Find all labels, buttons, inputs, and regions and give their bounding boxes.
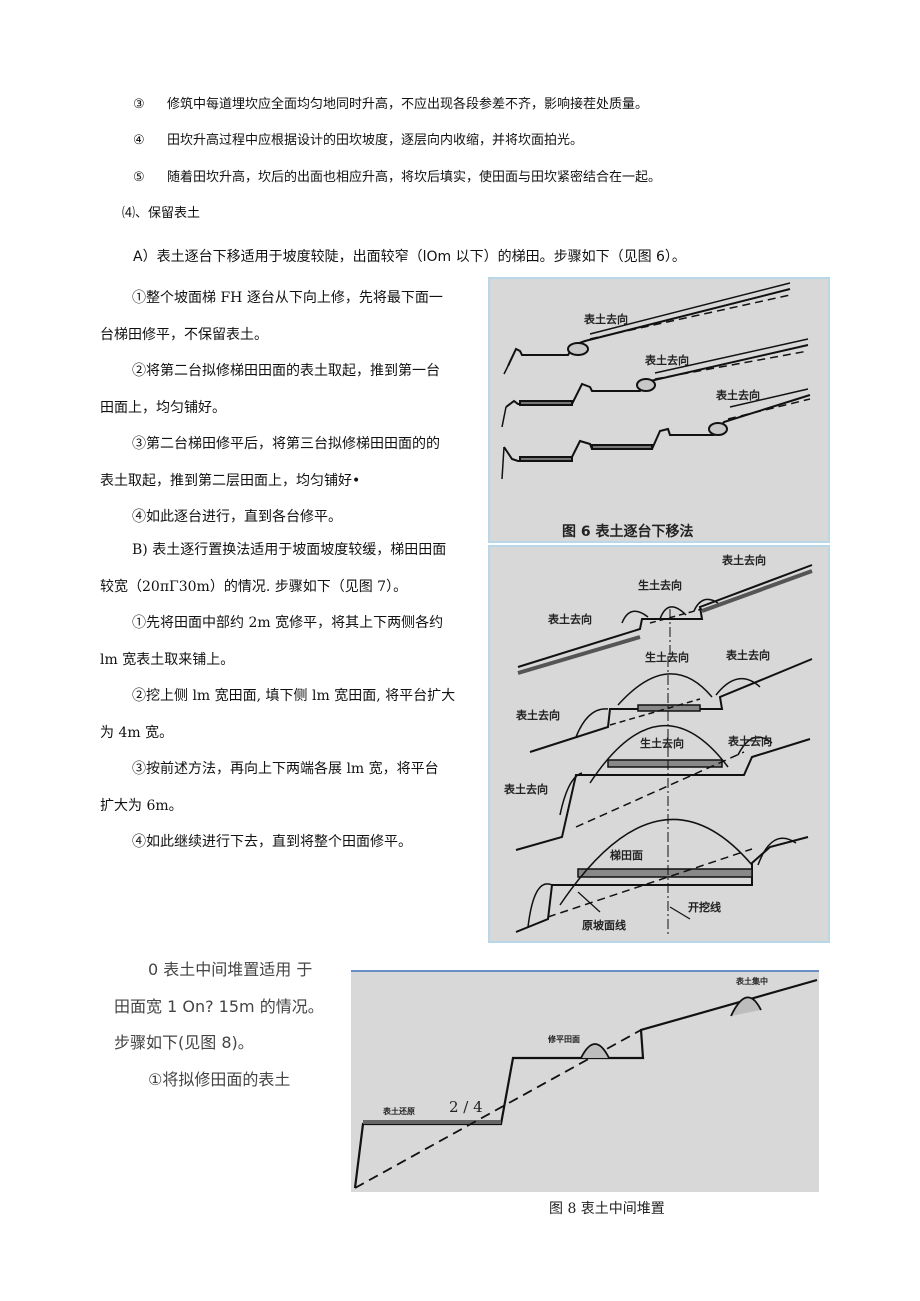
- method-a-line: 台梯田修平，不保留表土。: [100, 326, 268, 343]
- figure-8-caption: 图 8 衷土中间堆置: [549, 1201, 665, 1217]
- figure-8: 表土还原 修平田面 表土集中 2 / 4: [351, 970, 819, 1192]
- figure-7-label-subsoil: 生土去向: [645, 651, 689, 664]
- method-a-steps: ①整个坡面梯 FH 逐台从下向上修，先将最下面一 台梯田修平，不保留表土。 ②将…: [100, 280, 480, 536]
- figure-7: 表土去向 生土去向 表土去向 生土去向 表土去向 表土去向 生土去向 表土去向 …: [488, 545, 830, 943]
- method-c-line: 步骤如下(见图 8)。: [114, 1033, 254, 1052]
- item-text: 随着田坎升高，坎后的出面也相应升高，将坎后填实，使田面与田坎紧密结合在一起。: [167, 170, 662, 185]
- item-text: 田坎升高过程中应根据设计的田坎坡度，逐层向内收缩，并将坎面拍光。: [167, 133, 584, 148]
- figure-8-drawing: [353, 978, 818, 1189]
- method-a-intro: A）表土逐台下移适用于坡度较陡，出面较窄（lOm 以下）的梯田。步骤如下（见图 …: [133, 249, 686, 265]
- method-b-line: ③按前述方法，再向上下两端各展 lm 宽，将平台: [132, 761, 439, 777]
- method-c-line: 田面宽 1 On? 15m 的情况。: [114, 996, 324, 1016]
- item-5: ⑤ 随着田坎升高，坎后的出面也相应升高，将坎后填实，使田面与田坎紧密结合在一起。: [133, 169, 661, 187]
- figure-7-label-excavation-line: 开挖线: [688, 901, 721, 914]
- figure-7-label-subsoil: 生土去向: [640, 737, 684, 750]
- method-b-steps: B) 表土逐行置换法适用于坡面坡度较缓，梯田田面 较宽（20πΓ30m）的情况.…: [100, 532, 480, 861]
- figure-6-label: 表土去向: [584, 313, 628, 326]
- figure-6: 表土去向 表土去向 表土去向 图 6 表土逐台下移法: [488, 277, 830, 543]
- figure-6-drawing: [501, 282, 811, 480]
- method-a-line: ③第二台梯田修平后，将第三台拟修梯田田面的的: [132, 436, 440, 452]
- item-4: ④ 田坎升高过程中应根据设计的田坎坡度，逐层向内收缩，并将坎面拍光。: [133, 132, 583, 150]
- item-marker: ⑤: [133, 170, 145, 185]
- method-b-line: 扩大为 6m。: [100, 797, 183, 814]
- figure-8-label-level: 修平田面: [548, 1035, 580, 1044]
- method-b-line: lm 宽表土取来铺上。: [100, 651, 235, 668]
- figure-7-label-topsoil: 表土去向: [504, 783, 548, 796]
- section-heading: ⑷、保留表土: [122, 206, 201, 221]
- figure-8-label-gather: 表土集中: [736, 977, 768, 986]
- figure-7-label-subsoil: 生土去向: [638, 579, 682, 592]
- method-b-line: ④如此继续进行下去，直到将整个田面修平。: [132, 834, 412, 850]
- figure-8-label-restore: 表土还原: [383, 1107, 415, 1116]
- figure-7-label-topsoil: 表土去向: [548, 613, 592, 626]
- method-a-line: 田面上，均匀铺好。: [100, 399, 226, 416]
- figure-7-label-topsoil: 表土去向: [728, 735, 772, 748]
- method-a-line: ②将第二台拟修梯田田面的表土取起，推到第一台: [132, 363, 440, 379]
- method-b-line: ②挖上侧 lm 宽田面, 填下侧 lm 宽田面, 将平台扩大: [132, 688, 456, 704]
- method-b-line: B) 表土逐行置换法适用于坡面坡度较缓，梯田田面: [132, 542, 447, 558]
- method-c-steps: 0 表土中间堆置适用 于 田面宽 1 On? 15m 的情况。 步骤如下(见图 …: [114, 952, 344, 1098]
- method-b-line: 较宽（20πΓ30m）的情况. 步骤如下（见图 7）。: [100, 578, 408, 595]
- figure-7-drawing: [515, 564, 813, 937]
- method-a-line: ①整个坡面梯 FH 逐台从下向上修，先将最下面一: [132, 290, 443, 306]
- figure-7-label-topsoil: 表土去向: [516, 709, 560, 722]
- method-a-line: 表土取起，推到第二层田面上，均匀铺好•: [100, 472, 361, 489]
- method-a-line: ④如此逐台进行，直到各台修平。: [132, 509, 342, 525]
- method-b-line: ①先将田面中部约 2m 宽修平，将其上下两侧各约: [132, 615, 444, 631]
- method-c-line: 0 表土中间堆置适用 于: [148, 960, 313, 979]
- figure-6-label: 表土去向: [645, 354, 689, 367]
- figure-7-label-terrace-surface: 梯田面: [610, 849, 643, 862]
- method-c-line: ①将拟修田面的表土: [148, 1069, 291, 1089]
- figure-7-label-topsoil: 表土去向: [722, 554, 766, 567]
- figure-8-page-mark: 2 / 4: [449, 1098, 483, 1116]
- item-3: ③ 修筑中每道埋坎应全面均匀地同时升高，不应出现各段参差不齐，影响接茬处质量。: [133, 96, 648, 114]
- item-marker: ③: [133, 97, 145, 112]
- figure-6-caption: 图 6 表土逐台下移法: [562, 524, 694, 540]
- figure-7-label-original-slope: 原坡面线: [582, 919, 626, 932]
- item-text: 修筑中每道埋坎应全面均匀地同时升高，不应出现各段参差不齐，影响接茬处质量。: [167, 97, 649, 112]
- method-b-line: 为 4m 宽。: [100, 724, 174, 741]
- figure-6-label: 表土去向: [716, 389, 760, 402]
- item-marker: ④: [133, 133, 145, 148]
- figure-7-label-topsoil: 表土去向: [726, 649, 770, 662]
